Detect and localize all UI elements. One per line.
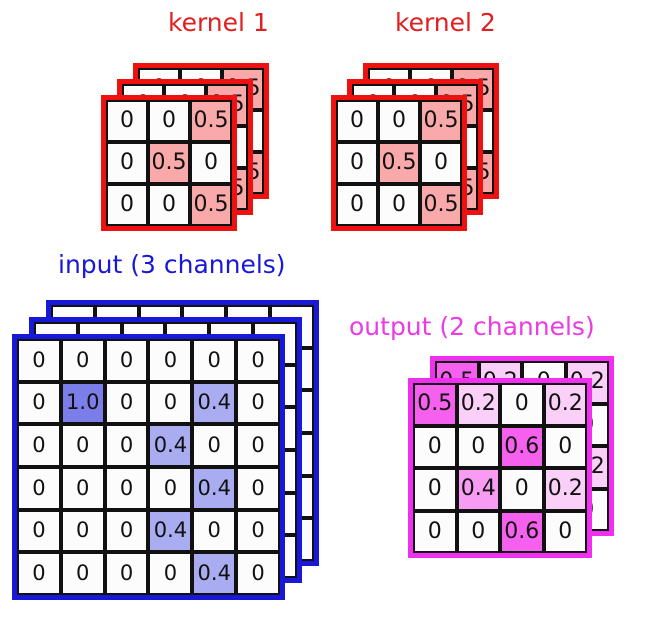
matrix-cell: 0.4 (192, 552, 237, 595)
matrix-cell: 0 (104, 339, 149, 382)
matrix-cell: 0.4 (456, 468, 500, 511)
matrix-cell: 0 (413, 468, 457, 511)
matrix-cell: 0 (17, 424, 61, 467)
matrix-cell: 0 (148, 339, 193, 382)
matrix-cell: 0.6 (500, 425, 544, 468)
matrix-cell: 0 (17, 339, 61, 382)
matrix-cell: 0 (148, 184, 190, 226)
matrix-cell: 0 (17, 467, 61, 510)
matrix-cell: 0.2 (543, 468, 587, 511)
matrix-cell: 0 (336, 142, 378, 184)
kernel-1-title: kernel 1 (168, 8, 269, 37)
matrix-cell: 0 (413, 425, 457, 468)
matrix-cell: 0 (236, 509, 280, 553)
matrix-cell: 0 (500, 468, 544, 511)
matrix-cell: 0.4 (192, 467, 237, 510)
matrix-cell: 0.5 (190, 184, 232, 226)
matrix-cell: 0 (60, 339, 105, 382)
matrix-cell: 0 (543, 510, 587, 553)
matrix-cell: 0 (106, 142, 148, 184)
matrix-cell: 0.5 (378, 142, 420, 184)
matrix-cell: 0 (60, 467, 105, 510)
matrix-cell: 0 (420, 142, 462, 184)
matrix-cell: 0.2 (456, 383, 500, 426)
matrix-cell: 0 (336, 184, 378, 226)
matrix-cell: 0.2 (543, 383, 587, 426)
matrix-cell: 0 (17, 381, 61, 425)
matrix-cell: 0 (236, 381, 280, 425)
matrix-cell: 0 (500, 383, 544, 426)
matrix-cell: 0 (148, 100, 190, 142)
matrix-cell: 0 (336, 100, 378, 142)
matrix-cell: 0 (104, 552, 149, 595)
matrix-cell: 0 (60, 552, 105, 595)
matrix-cell: 0 (148, 381, 193, 425)
matrix-cell: 0 (413, 510, 457, 553)
matrix-cell: 0 (17, 552, 61, 595)
matrix-cell: 0 (104, 467, 149, 510)
matrix-cell: 0 (378, 184, 420, 226)
matrix-cell: 0 (106, 184, 148, 226)
matrix-cell: 0 (106, 100, 148, 142)
matrix-cell: 0.5 (420, 184, 462, 226)
matrix-cell: 0 (456, 510, 500, 553)
matrix-cell: 0 (17, 509, 61, 553)
matrix-cell: 0 (104, 424, 149, 467)
output-title: output (2 channels) (349, 312, 595, 341)
matrix-cell: 0.5 (420, 100, 462, 142)
matrix-cell: 0 (148, 467, 193, 510)
matrix-cell: 0 (104, 381, 149, 425)
matrix-cell: 0 (456, 425, 500, 468)
kernel-2-title: kernel 2 (395, 8, 496, 37)
matrix-cell: 0 (543, 425, 587, 468)
matrix-cell: 0.4 (192, 381, 237, 425)
matrix-cell: 0 (104, 509, 149, 553)
matrix-cell: 0 (60, 509, 105, 553)
matrix-cell: 0.6 (500, 510, 544, 553)
matrix-cell: 0 (236, 339, 280, 382)
matrix-cell: 1.0 (60, 381, 105, 425)
matrix-cell: 0.4 (148, 509, 193, 553)
matrix-cell: 0.4 (148, 424, 193, 467)
matrix-cell: 0 (378, 100, 420, 142)
matrix-cell: 0 (236, 424, 280, 467)
matrix-cell: 0 (60, 424, 105, 467)
matrix-cell: 0 (192, 509, 237, 553)
matrix-cell: 0 (148, 552, 193, 595)
matrix-cell: 0.5 (190, 100, 232, 142)
matrix-cell: 0 (192, 424, 237, 467)
matrix-cell: 0.5 (413, 383, 457, 426)
matrix-cell: 0 (192, 339, 237, 382)
matrix-cell: 0 (190, 142, 232, 184)
matrix-cell: 0 (236, 467, 280, 510)
matrix-cell: 0.5 (148, 142, 190, 184)
matrix-cell: 0 (236, 552, 280, 595)
input-title: input (3 channels) (58, 250, 286, 279)
